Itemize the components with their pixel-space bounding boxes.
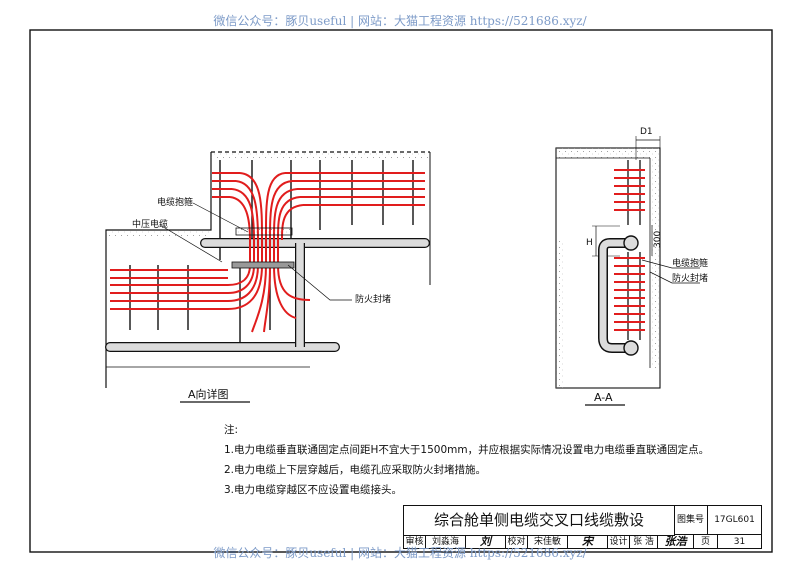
design-label: 设计 xyxy=(608,535,630,549)
section-wall-right xyxy=(650,158,660,368)
page-label: 页 xyxy=(694,535,718,549)
watermark-bottom: 微信公众号：豚贝useful | 网站：大猫工程资源 https://52168… xyxy=(213,546,587,560)
cable-tray-pipe xyxy=(105,238,430,352)
page-number: 31 xyxy=(733,537,746,547)
leader-firestop xyxy=(287,264,352,301)
checker-name: 宋佳敏 xyxy=(528,535,568,549)
label-section-firestop: 防火封堵 xyxy=(672,272,708,284)
note-item: 2.电力电缆上下层穿越后，电缆孔应采取防火封堵措施。 xyxy=(224,464,487,476)
notes-heading: 注: xyxy=(224,424,239,436)
atlas-label: 图集号 xyxy=(674,506,708,535)
designer-name: 张 浩 xyxy=(630,535,658,549)
title-block: 综合舱单侧电缆交叉口线缆敷设 图集号 17GL601 审核 刘淼海 刘 校对 宋… xyxy=(403,505,762,549)
section-caption: A-A xyxy=(594,391,613,404)
concrete-band-top xyxy=(211,152,430,158)
check-label: 校对 xyxy=(506,535,528,549)
section-slab-top xyxy=(556,148,660,158)
drawing-frame xyxy=(29,29,773,553)
reviewer-name: 刘淼海 xyxy=(426,535,466,549)
watermark-top: 微信公众号：豚贝useful | 网站：大猫工程资源 https://52168… xyxy=(213,14,587,28)
firestop-seal-top xyxy=(235,227,293,236)
dim-300: 300 xyxy=(653,231,663,248)
review-label: 审核 xyxy=(404,535,426,549)
atlas-number: 17GL601 xyxy=(708,506,761,535)
section-wall-left xyxy=(556,240,564,388)
firestop-seal-bottom xyxy=(231,261,295,269)
leader-section-tray xyxy=(641,259,700,269)
notes: 注: 1.电力电缆垂直联通固定点间距H不宜大于1500mm，并应根据实际情况设置… xyxy=(224,420,710,500)
note-item: 3.电力电缆穿越区不应设置电缆接头。 xyxy=(224,484,403,496)
detail-view: 电缆抱箍 中压电缆 防火封堵 A向详图 xyxy=(105,151,431,403)
leader-cable xyxy=(159,224,223,263)
label-cable-tray: 电缆抱箍 xyxy=(157,196,193,208)
checker-signature: 宋 xyxy=(568,535,608,549)
dim-h: H xyxy=(586,238,593,248)
support-posts xyxy=(129,160,414,345)
dim-d1: D1 xyxy=(640,127,653,137)
label-mv-cable: 中压电缆 xyxy=(132,218,168,230)
note-item: 1.电力电缆垂直联通固定点间距H不宜大于1500mm，并应根据实际情况设置电力电… xyxy=(224,444,710,456)
leader-tray xyxy=(192,202,249,233)
reviewer-signature: 刘 xyxy=(466,535,506,549)
section-view: D1 H 300 xyxy=(555,127,708,406)
label-section-tray: 电缆抱箍 xyxy=(672,257,708,269)
section-lower-bracket xyxy=(614,252,645,340)
cable-bundle xyxy=(110,172,425,333)
concrete-band xyxy=(106,230,211,236)
drawing-title: 综合舱单侧电缆交叉口线缆敷设 xyxy=(404,506,675,536)
section-upper-bracket xyxy=(614,160,645,225)
label-firestop: 防火封堵 xyxy=(355,293,391,305)
detail-caption: A向详图 xyxy=(188,387,229,401)
designer-signature: 张浩 xyxy=(658,535,694,549)
leader-section-firestop xyxy=(649,271,700,284)
